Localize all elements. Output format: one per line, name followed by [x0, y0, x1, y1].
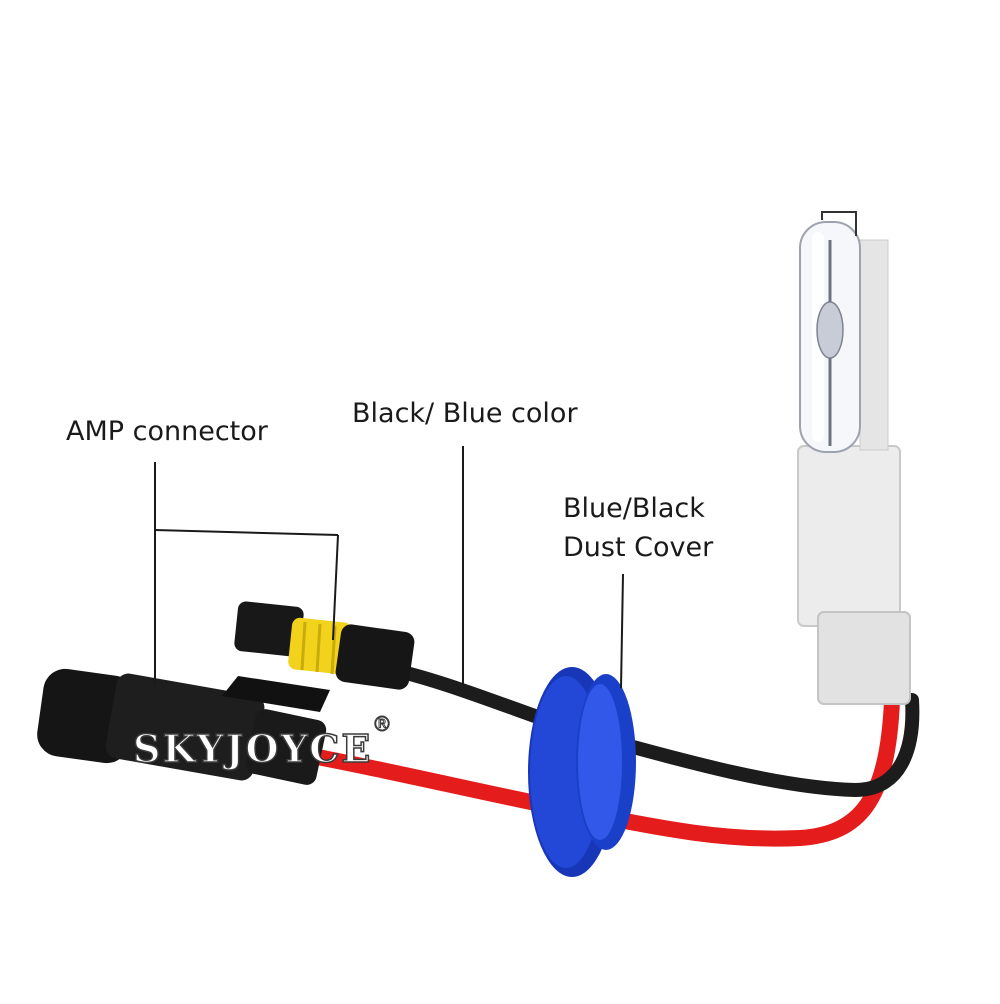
black-wire [403, 667, 920, 798]
registered-mark: ® [372, 712, 393, 737]
red-wire [262, 692, 900, 847]
dust-cover-label-line1: Blue/Black [563, 493, 705, 524]
dust-cover [528, 667, 636, 877]
wire-color-label: Black/ Blue color [352, 398, 578, 429]
amp-connector-left [37, 668, 327, 785]
amp-pointer-lines [154, 462, 339, 686]
dust-cover-pointer-line [620, 573, 624, 689]
bulb-capsule [799, 211, 861, 453]
bulb-base [797, 239, 911, 705]
amp-connector-label: AMP connector [66, 416, 268, 447]
amp-connector-right [222, 601, 415, 712]
dust-cover-label-line2: Dust Cover [563, 532, 714, 563]
brand-watermark: SKYJOYCE [132, 725, 373, 772]
